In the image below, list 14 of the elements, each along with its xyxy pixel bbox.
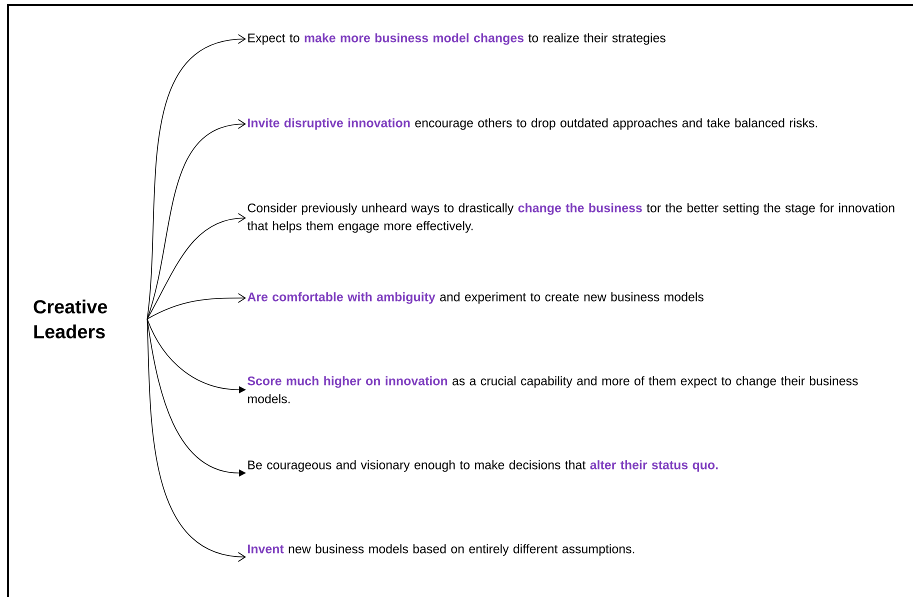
arrow [146, 213, 246, 320]
arrow [146, 293, 246, 320]
heading-text: Creative Leaders [34, 300, 108, 338]
statement-text: Expect to make more business model changes to realize their strategies [248, 33, 666, 45]
statement-text: Be courageous and visionary enough to make decisions that alter their status quo. [248, 460, 718, 472]
statement-text: Consider previously unheard ways to drastically change the business tor the better setting the stage for innovation that helps them engage more effectively. [247, 203, 894, 233]
statement-text: Invite disruptive innovation encourage others to drop outdated approaches and take balanced risks. [248, 118, 818, 130]
statement-text: Score much higher on innovation as a crucial capability and more of them expect to change their business models. [248, 376, 858, 404]
statement-text: Invent new business models based on entirely different assumptions. [248, 544, 634, 556]
statement-text: Are comfortable with ambiguity and experiment to create new business models [248, 292, 704, 304]
arrow [146, 34, 246, 320]
arrow [146, 119, 246, 320]
arrow [146, 318, 246, 394]
arrow [146, 318, 246, 562]
